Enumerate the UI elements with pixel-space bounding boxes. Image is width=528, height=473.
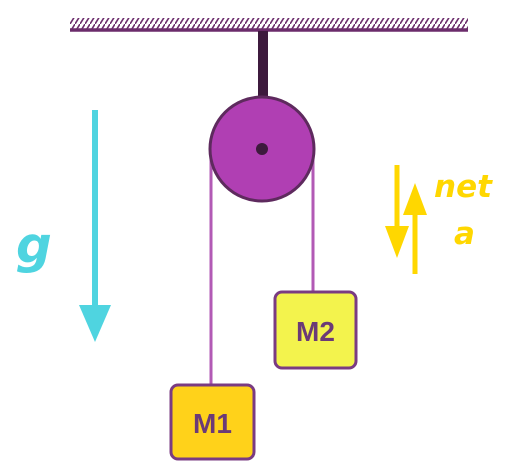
pulley-axle [256,143,268,155]
gravity-label: g [16,216,52,274]
net-accel-label-a: a [454,216,475,252]
net-acceleration-arrows-icon [385,165,427,274]
ceiling-hatching [70,18,468,29]
ceiling-support [70,18,468,32]
mass-m1-label: M1 [193,408,232,439]
gravity-arrow-icon [79,110,111,342]
mass-m2-block: M2 [273,290,358,370]
net-accel-label-net: net [434,169,493,205]
mass-m2-label: M2 [296,316,335,347]
pulley-axle-rod [258,31,268,97]
pulley [208,95,316,203]
mass-m1-block: M1 [169,383,256,461]
